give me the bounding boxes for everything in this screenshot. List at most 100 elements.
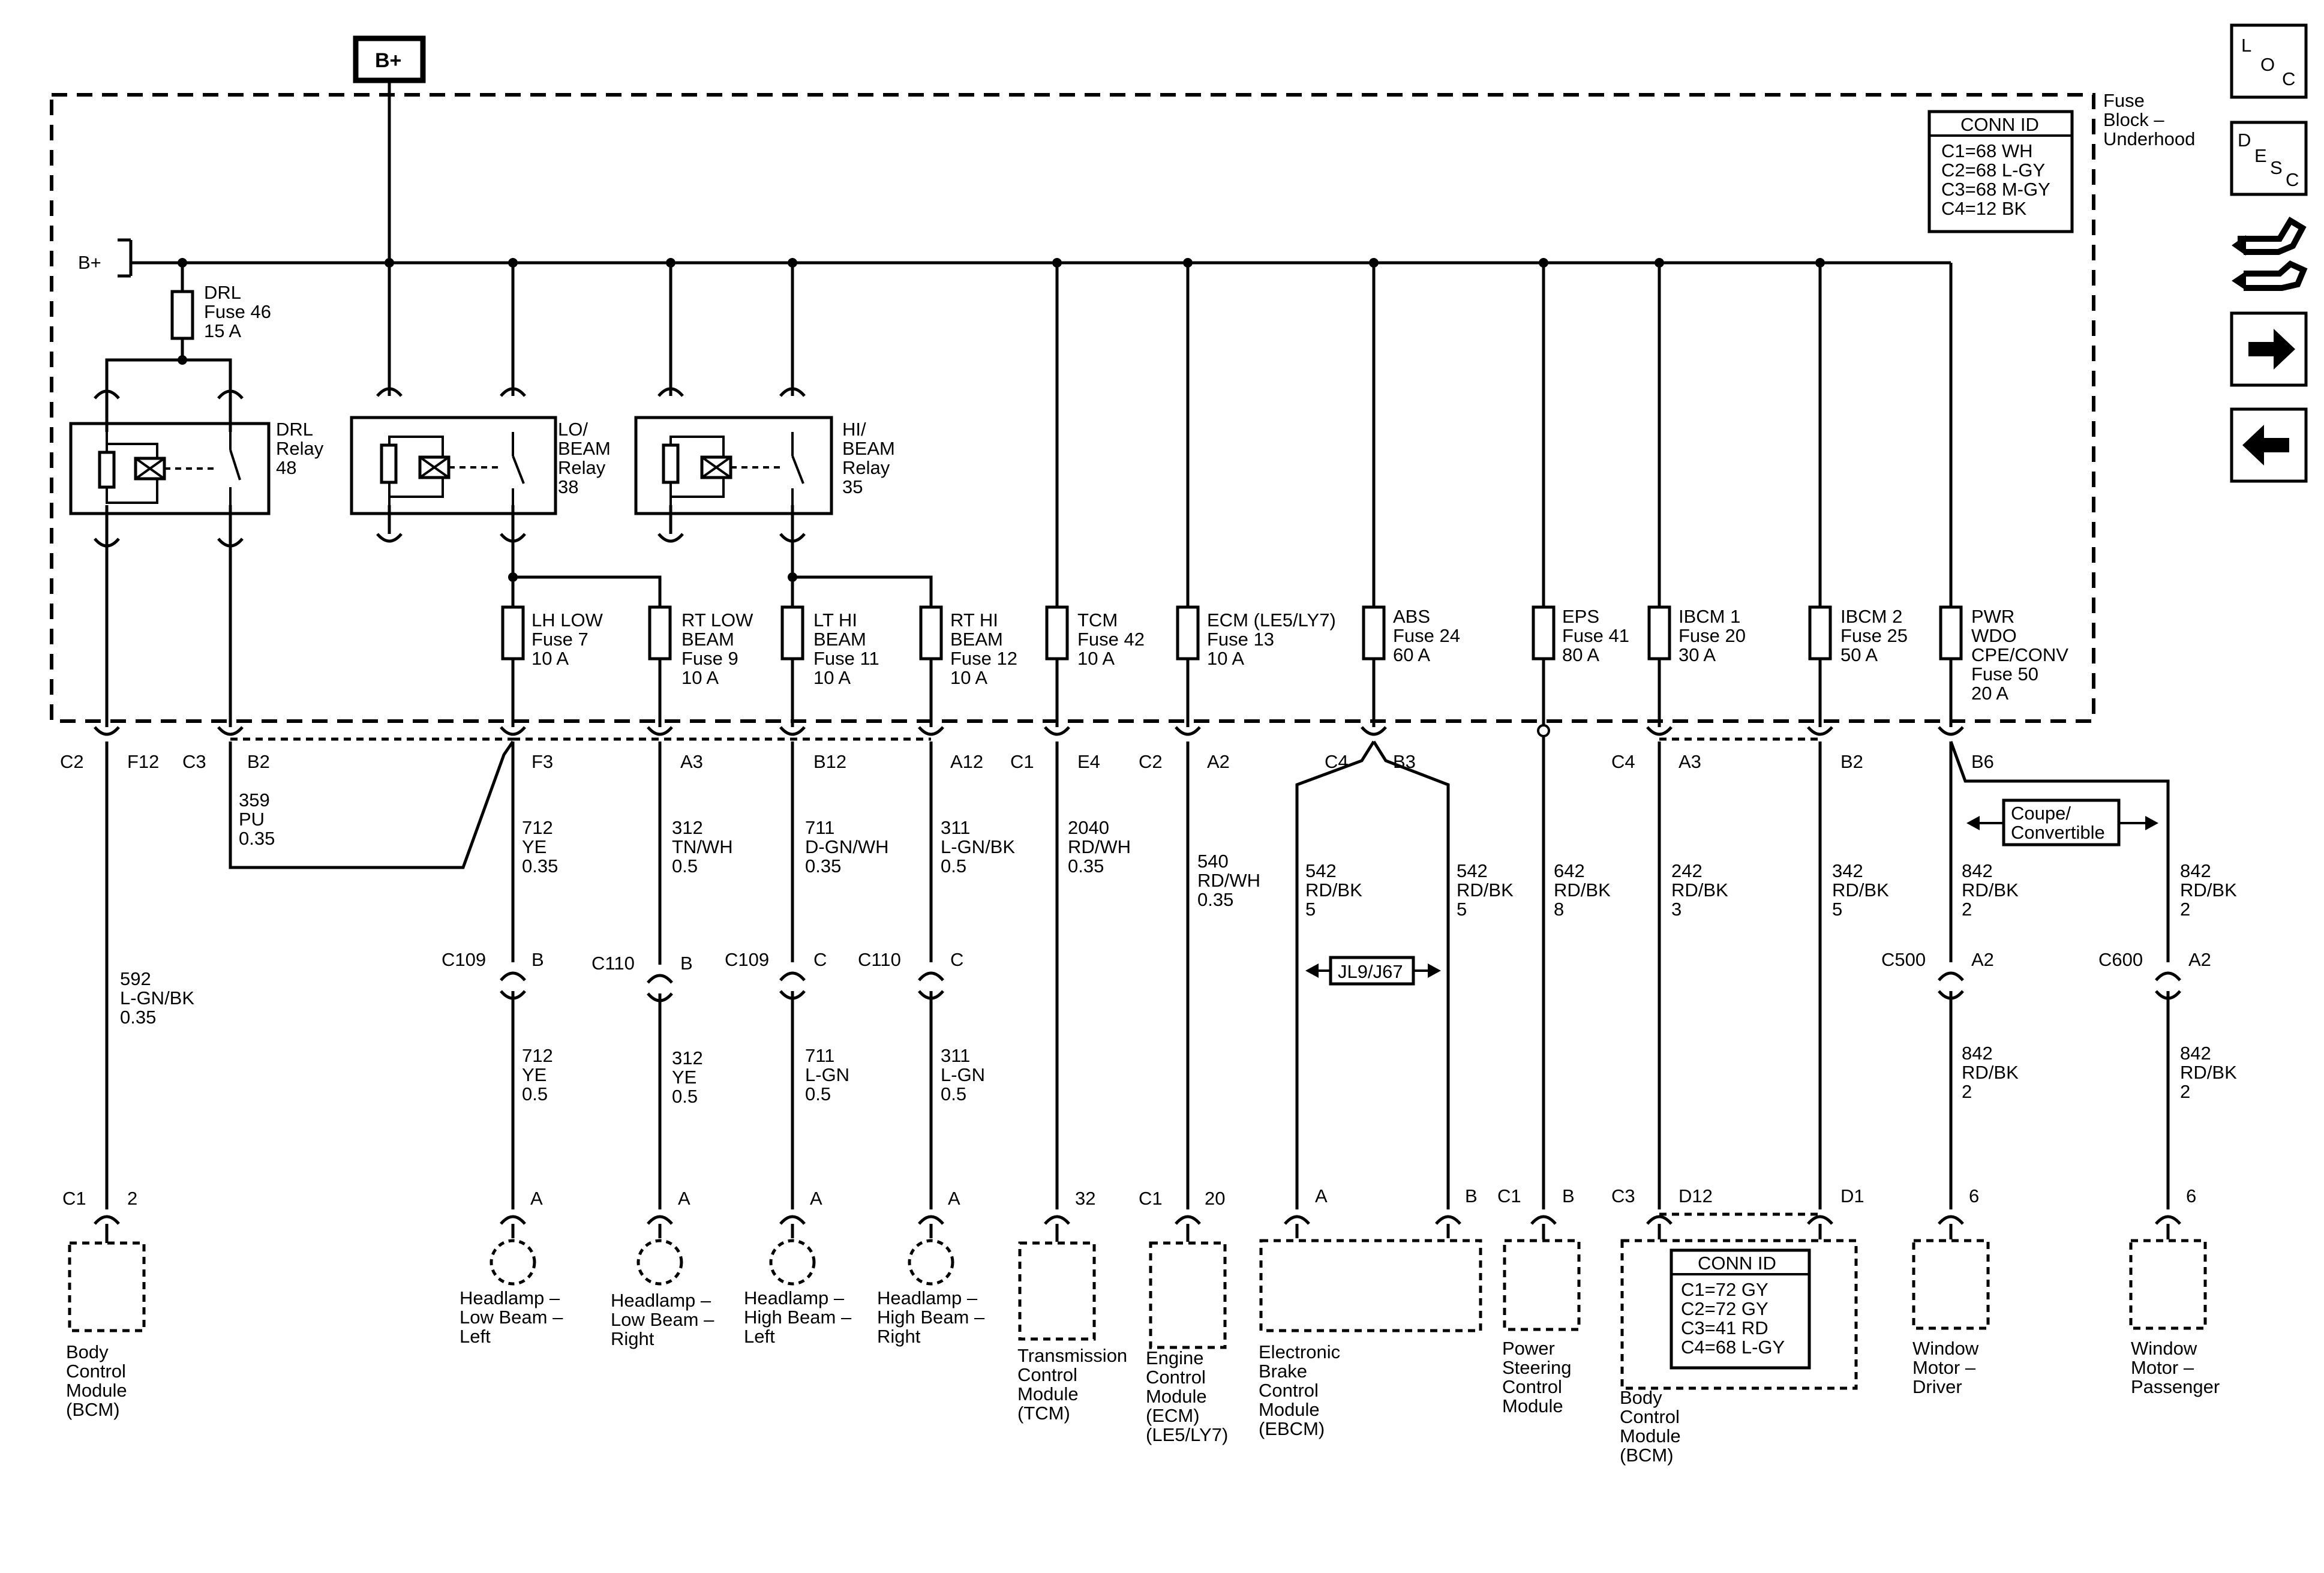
svg-text:5: 5 — [1457, 899, 1467, 920]
svg-text:2: 2 — [1962, 1081, 1972, 1102]
svg-text:PWR: PWR — [1971, 606, 2014, 627]
svg-text:0.5: 0.5 — [941, 855, 966, 876]
svg-text:712: 712 — [522, 1045, 553, 1066]
svg-text:YE: YE — [672, 1067, 696, 1088]
svg-text:10 A: 10 A — [681, 667, 719, 688]
svg-text:0.5: 0.5 — [672, 1086, 698, 1107]
svg-text:0.35: 0.35 — [239, 828, 275, 849]
svg-text:Body: Body — [1620, 1387, 1662, 1408]
svg-text:Module: Module — [1146, 1386, 1207, 1407]
conn-id-title: CONN ID — [1960, 114, 2039, 135]
electronic-brake-control-module: Electronic Brake Control Module (EBCM) — [1259, 1239, 1482, 1439]
component-stubs — [105, 1224, 2170, 1243]
bcm-conn-id-title: CONN ID — [1698, 1253, 1776, 1274]
svg-text:EPS: EPS — [1562, 606, 1599, 627]
svg-text:642: 642 — [1554, 860, 1585, 881]
svg-text:L-GN/BK: L-GN/BK — [120, 987, 194, 1008]
block-connector-arcs — [94, 726, 1964, 736]
hi-beam-relay-box — [634, 416, 833, 515]
svg-text:RD/WH: RD/WH — [1197, 870, 1260, 891]
svg-text:711: 711 — [805, 1045, 834, 1066]
svg-text:A12: A12 — [950, 751, 983, 772]
svg-text:Motor –: Motor – — [1912, 1357, 1976, 1378]
svg-text:C: C — [950, 949, 963, 970]
svg-text:C109: C109 — [442, 949, 486, 970]
svg-text:C110: C110 — [858, 949, 901, 970]
arrow-left-icon — [2242, 425, 2289, 466]
drl-relay-label-2: Relay — [276, 438, 324, 459]
conn-id-table — [1927, 110, 2074, 233]
svg-text:RD/BK: RD/BK — [1671, 879, 1728, 900]
svg-text:High Beam –: High Beam – — [877, 1307, 985, 1328]
lo-relay-internals — [380, 432, 525, 505]
description-button[interactable]: D E S C — [2230, 121, 2308, 196]
svg-text:Fuse 42: Fuse 42 — [1077, 629, 1145, 650]
svg-text:0.5: 0.5 — [805, 1083, 831, 1104]
svg-text:C1: C1 — [1010, 751, 1034, 772]
fuse-block-title-2: Block – — [2103, 109, 2164, 130]
svg-text:Low Beam –: Low Beam – — [611, 1309, 714, 1330]
svg-text:BEAM: BEAM — [813, 629, 866, 650]
fuse-block-title-3: Underhood — [2103, 128, 2195, 149]
battery-supply-label: B+ — [375, 49, 401, 72]
conn-id-line-4: C4=12 BK — [1941, 198, 2027, 219]
desc-letter-e: E — [2254, 145, 2267, 166]
svg-text:C: C — [813, 949, 827, 970]
svg-text:RD/BK: RD/BK — [1305, 879, 1362, 900]
svg-text:711: 711 — [805, 817, 834, 838]
svg-text:RD/BK: RD/BK — [1457, 879, 1514, 900]
svg-text:A: A — [678, 1188, 690, 1209]
svg-text:Control: Control — [1259, 1380, 1319, 1401]
svg-text:Power: Power — [1502, 1338, 1555, 1359]
svg-text:0.35: 0.35 — [1068, 855, 1104, 876]
svg-text:C110: C110 — [591, 953, 635, 974]
fuse-block-outline — [50, 93, 2095, 723]
svg-text:592: 592 — [120, 968, 151, 989]
svg-text:C109: C109 — [725, 949, 769, 970]
svg-text:842: 842 — [1962, 1043, 1993, 1064]
svg-text:F12: F12 — [127, 751, 159, 772]
conn-id-line-3: C3=68 M-GY — [1941, 179, 2050, 200]
hi-relay-label-4: 35 — [842, 476, 863, 497]
svg-text:Motor –: Motor – — [2131, 1357, 2194, 1378]
svg-text:50 A: 50 A — [1840, 644, 1878, 665]
coupe-option-label-1: Coupe/ — [2011, 803, 2071, 824]
svg-text:B2: B2 — [247, 751, 270, 772]
connector-wrench-icon[interactable] — [2232, 217, 2308, 291]
svg-text:RD/BK: RD/BK — [2180, 879, 2237, 900]
svg-text:Control: Control — [1502, 1376, 1562, 1397]
svg-text:2: 2 — [2180, 1081, 2190, 1102]
svg-text:(EBCM): (EBCM) — [1259, 1418, 1325, 1439]
component-pin-labels: C1 2 A A A A 32 C1 20 A B C1 B C3 D12 D1… — [62, 1185, 2196, 1209]
transmission-control-module: Transmission Control Module (TCM) — [1017, 1241, 1127, 1424]
svg-text:A3: A3 — [1679, 751, 1701, 772]
hi-relay-label-2: BEAM — [842, 438, 895, 459]
svg-text:542: 542 — [1305, 860, 1337, 881]
previous-page-button[interactable] — [2230, 407, 2308, 483]
svg-text:10 A: 10 A — [1077, 648, 1115, 669]
svg-text:6: 6 — [1969, 1185, 1979, 1206]
svg-text:L-GN/BK: L-GN/BK — [941, 836, 1015, 857]
location-button[interactable]: L O C — [2230, 23, 2308, 99]
svg-text:IBCM 2: IBCM 2 — [1840, 606, 1902, 627]
svg-text:Control: Control — [1146, 1367, 1206, 1388]
svg-text:(ECM): (ECM) — [1146, 1405, 1200, 1426]
svg-text:10 A: 10 A — [1207, 648, 1244, 669]
bcm-conn-id-line-2: C2=72 GY — [1681, 1298, 1768, 1319]
svg-text:A2: A2 — [1207, 751, 1230, 772]
svg-text:Fuse 7: Fuse 7 — [532, 629, 588, 650]
svg-text:C1: C1 — [1497, 1185, 1521, 1206]
svg-text:32: 32 — [1075, 1188, 1095, 1209]
svg-text:L-GN: L-GN — [805, 1064, 849, 1085]
svg-text:0.5: 0.5 — [522, 1083, 548, 1104]
next-page-button[interactable] — [2230, 311, 2308, 387]
bcm-conn-id-line-1: C1=72 GY — [1681, 1279, 1768, 1300]
inline-connector-labels: C109 B C110 B C109 C C110 C C500 A2 C600… — [442, 949, 2211, 974]
svg-text:B: B — [680, 953, 693, 974]
svg-text:RD/BK: RD/BK — [1554, 879, 1611, 900]
drl-relay-label-1: DRL — [276, 419, 313, 440]
svg-text:RD/BK: RD/BK — [1832, 879, 1889, 900]
svg-text:A2: A2 — [2188, 949, 2211, 970]
svg-text:Low Beam –: Low Beam – — [460, 1307, 563, 1328]
svg-text:5: 5 — [1832, 899, 1842, 920]
